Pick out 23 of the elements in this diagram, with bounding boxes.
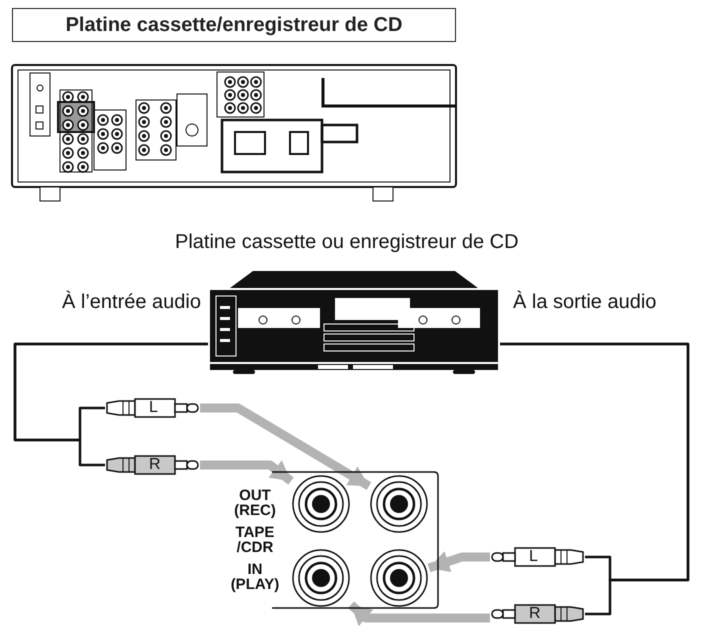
rca-jack [369,548,429,608]
plug-label: L [149,399,158,417]
rca-plug [105,455,200,475]
plug-label: R [529,605,541,623]
jack-label: TAPE /CDR [234,525,276,555]
arrow [200,404,372,490]
rca-jack [291,548,351,608]
arrow [428,551,490,572]
cable [14,342,208,466]
device-caption: Platine cassette ou enregistreur de CD [175,230,519,254]
rca-plug [490,547,585,567]
plug-label: R [149,456,161,474]
cassette-deck-drawing [208,268,500,375]
arrow [348,601,490,626]
rca-plug [490,604,585,624]
plug-label: L [529,548,538,566]
rca-jack [291,474,351,534]
jack-label: IN (PLAY) [230,562,280,592]
rca-jack [369,474,429,534]
arrow [200,460,294,485]
heading-box: Platine cassette/enregistreur de CD [12,8,456,42]
rca-plug [105,398,200,418]
jack-label: OUT (REC) [233,488,277,518]
